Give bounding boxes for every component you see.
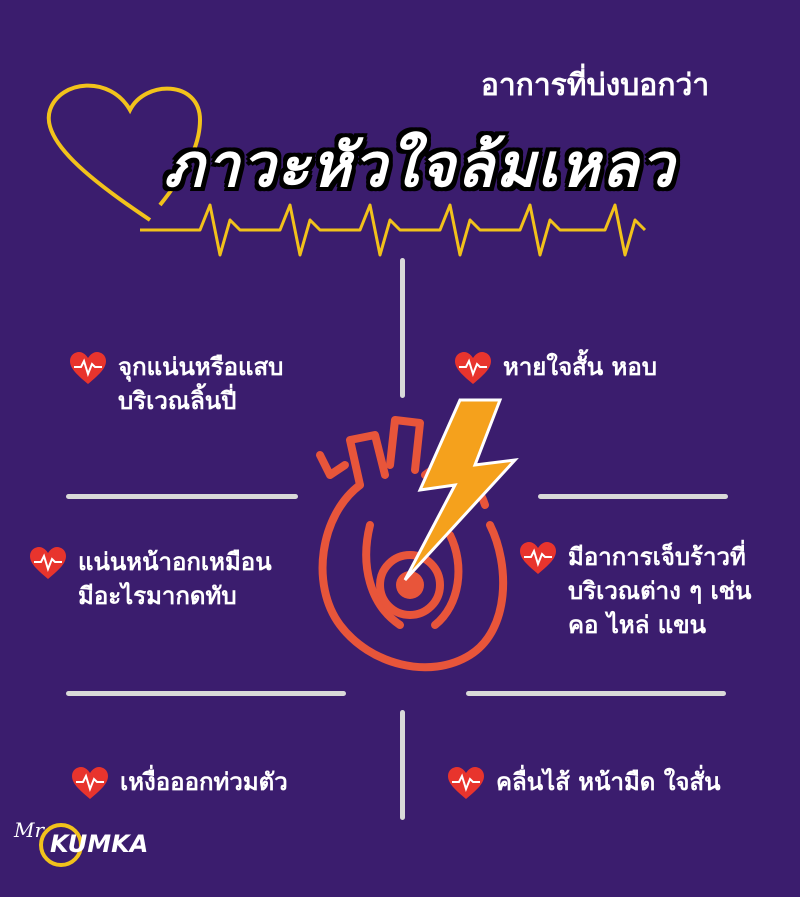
heartbeat-heart-icon — [455, 352, 491, 384]
logo-name: KUMKA — [50, 830, 149, 858]
heart-ecg-decoration-icon — [46, 83, 647, 257]
divider-left-upper — [66, 494, 298, 499]
symptom-text: หายใจสั้น หอบ — [503, 353, 658, 381]
symptom-item: แน่นหน้าอกเหมือน มีอะไรมากดทับ — [30, 545, 272, 613]
symptom-text: คลื่นไส้ หน้ามืด ใจสั่น — [496, 768, 721, 796]
subtitle: อาการที่บ่งบอกว่า — [480, 68, 710, 103]
symptom-text: จุกแน่นหรือแสบ บริเวณลิ้นปี่ — [118, 353, 284, 415]
symptom-item: หายใจสั้น หอบ — [455, 350, 657, 386]
divider-bottom — [400, 710, 405, 820]
logo-prefix: Mr — [14, 818, 45, 842]
divider-right-upper — [538, 494, 728, 499]
heartbeat-heart-icon — [520, 542, 556, 574]
divider-left-lower — [66, 691, 346, 696]
symptom-item: เหงื่อออกท่วมตัว — [72, 765, 288, 801]
symptom-text: มีอาการเจ็บร้าวที่ บริเวณต่าง ๆ เช่น คอ … — [568, 543, 752, 639]
symptom-item: มีอาการเจ็บร้าวที่ บริเวณต่าง ๆ เช่น คอ … — [520, 540, 751, 642]
symptom-text: แน่นหน้าอกเหมือน มีอะไรมากดทับ — [78, 548, 272, 610]
heartbeat-heart-icon — [448, 767, 484, 799]
heartbeat-heart-icon — [70, 352, 106, 384]
symptom-item: คลื่นไส้ หน้ามืด ใจสั่น — [448, 765, 721, 801]
symptom-item: จุกแน่นหรือแสบ บริเวณลิ้นปี่ — [70, 350, 283, 418]
symptom-text: เหงื่อออกท่วมตัว — [120, 768, 288, 796]
page-title: ภาวะหัวใจล้มเหลว — [164, 131, 676, 201]
anatomical-heart-lightning-icon — [316, 398, 519, 672]
heartbeat-heart-icon — [30, 547, 66, 579]
divider-top — [400, 258, 405, 398]
heartbeat-heart-icon — [72, 767, 108, 799]
logo-ring-icon — [39, 823, 83, 867]
divider-right-lower — [466, 691, 726, 696]
